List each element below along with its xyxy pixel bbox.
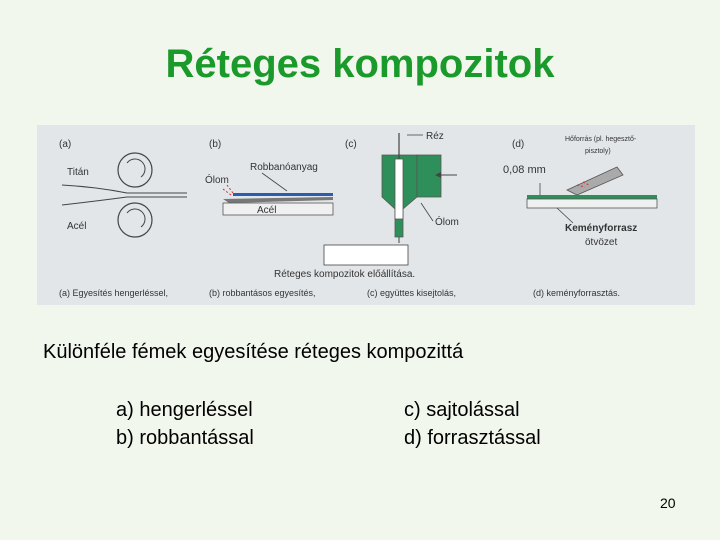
alloy-label: ötvözet bbox=[585, 237, 617, 248]
explosive-layer bbox=[233, 193, 333, 196]
slide-title: Réteges kompozitok bbox=[165, 42, 555, 86]
slide-subtitle: Különféle fémek egyesítése réteges kompo… bbox=[43, 341, 464, 363]
composite-diagram: (a) (b) (c) (d) Titán Acél Ólom Robbanóa… bbox=[59, 131, 658, 298]
brazing-panel: Hőforrás (pl. hegesztő- pisztoly) 0,08 m… bbox=[503, 136, 658, 248]
method-item-c: c) sajtolással bbox=[404, 399, 520, 421]
brazing-alloy-label: Keményforrasz bbox=[565, 223, 637, 234]
rolling-panel: Titán Acél bbox=[61, 152, 187, 238]
welding-torch bbox=[566, 166, 624, 196]
method-item-b: b) robbantással bbox=[116, 427, 254, 449]
base-plate bbox=[526, 198, 658, 209]
lower-roller bbox=[117, 202, 153, 238]
method-item-d: d) forrasztással bbox=[404, 427, 541, 449]
lead-label-c: Ólom bbox=[435, 215, 459, 228]
lead-pointer bbox=[420, 202, 434, 222]
explosive-pointer bbox=[261, 172, 288, 192]
upper-roller bbox=[117, 152, 153, 188]
steel-label-b: Acél bbox=[257, 205, 276, 216]
braze-layer bbox=[527, 195, 657, 199]
caption-d: (d) keményforrasztás. bbox=[533, 288, 620, 298]
method-item-a: a) hengerléssel bbox=[116, 399, 253, 421]
press-arrowhead bbox=[435, 172, 441, 178]
figure-caption: Réteges kompozitok előállítása. bbox=[274, 269, 415, 280]
panel-label-b: (b) bbox=[209, 139, 221, 150]
thickness-label: 0,08 mm bbox=[503, 164, 546, 176]
steel-label-a: Acél bbox=[67, 221, 86, 232]
heat-source-label: Hőforrás (pl. hegesztő- bbox=[565, 136, 637, 143]
titan-strip bbox=[61, 184, 187, 194]
titan-label: Titán bbox=[67, 167, 89, 178]
heat-source-label-2: pisztoly) bbox=[585, 148, 611, 155]
panel-label-c: (c) bbox=[345, 139, 357, 150]
alloy-pointer bbox=[556, 207, 574, 224]
panel-label-d: (d) bbox=[512, 139, 524, 150]
extrusion-panel: Réz Ólom bbox=[381, 131, 459, 243]
caption-b: (b) robbantásos egyesítés, bbox=[209, 288, 316, 298]
steel-plate bbox=[222, 202, 334, 216]
lead-label-b: Ólom bbox=[205, 173, 229, 186]
steel-strip bbox=[61, 196, 187, 206]
panel-label-a: (a) bbox=[59, 139, 71, 150]
detonation-mark bbox=[222, 184, 234, 196]
copper-core bbox=[394, 158, 404, 220]
composite-figure: (a) (b) (c) (d) Titán Acél Ólom Robbanóa… bbox=[37, 125, 695, 305]
caption-box bbox=[323, 244, 409, 266]
flame-mark bbox=[576, 181, 590, 188]
lower-rotation-arrow bbox=[126, 208, 146, 228]
caption-c: (c) együttes kisejtolás, bbox=[367, 288, 456, 298]
copper-label: Réz bbox=[426, 131, 444, 142]
page-number: 20 bbox=[660, 495, 676, 511]
explosive-panel: Ólom Robbanóanyag Acél bbox=[205, 162, 334, 216]
lead-plate bbox=[223, 197, 333, 203]
caption-a: (a) Egyesítés hengerléssel, bbox=[59, 288, 168, 298]
upper-rotation-arrow bbox=[126, 158, 146, 178]
explosive-label: Robbanóanyag bbox=[250, 162, 318, 173]
